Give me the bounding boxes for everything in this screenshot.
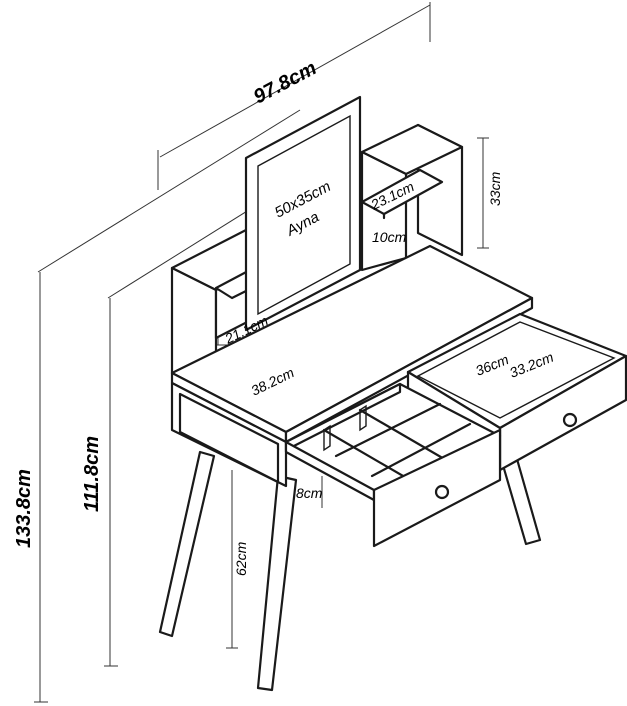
label-leg-height: 62cm [233, 541, 249, 576]
hutch-shelf [360, 168, 444, 216]
right-drawer-inner [416, 321, 616, 419]
label-shelf-gap: 10cm [372, 229, 407, 245]
leg-front-left [158, 450, 216, 638]
label-drawer-height: 8cm [296, 485, 323, 501]
table-top [170, 244, 534, 444]
right-drawer-knob [562, 412, 578, 428]
left-drawer-knob [434, 484, 450, 500]
divider-1 [322, 428, 412, 482]
divider-2 [358, 408, 448, 462]
left-cabinet [170, 381, 288, 488]
divider-4 [370, 422, 472, 478]
label-overall-width: 97.8cm [250, 57, 320, 108]
hutch [360, 123, 464, 272]
label-table-height: 111.8cm [81, 436, 103, 512]
divider-3 [334, 402, 442, 458]
legs [158, 450, 542, 692]
left-cabinet-opening [178, 392, 280, 484]
left-drawer [284, 382, 502, 548]
label-total-height: 133.8cm [13, 469, 35, 548]
mirror [244, 95, 362, 332]
label-upper-height: 33cm [487, 171, 503, 206]
tabletop-right-edge [284, 296, 534, 444]
mirror-frame [244, 95, 362, 332]
leg-front-right [256, 474, 298, 692]
mirror-glass [257, 114, 351, 316]
